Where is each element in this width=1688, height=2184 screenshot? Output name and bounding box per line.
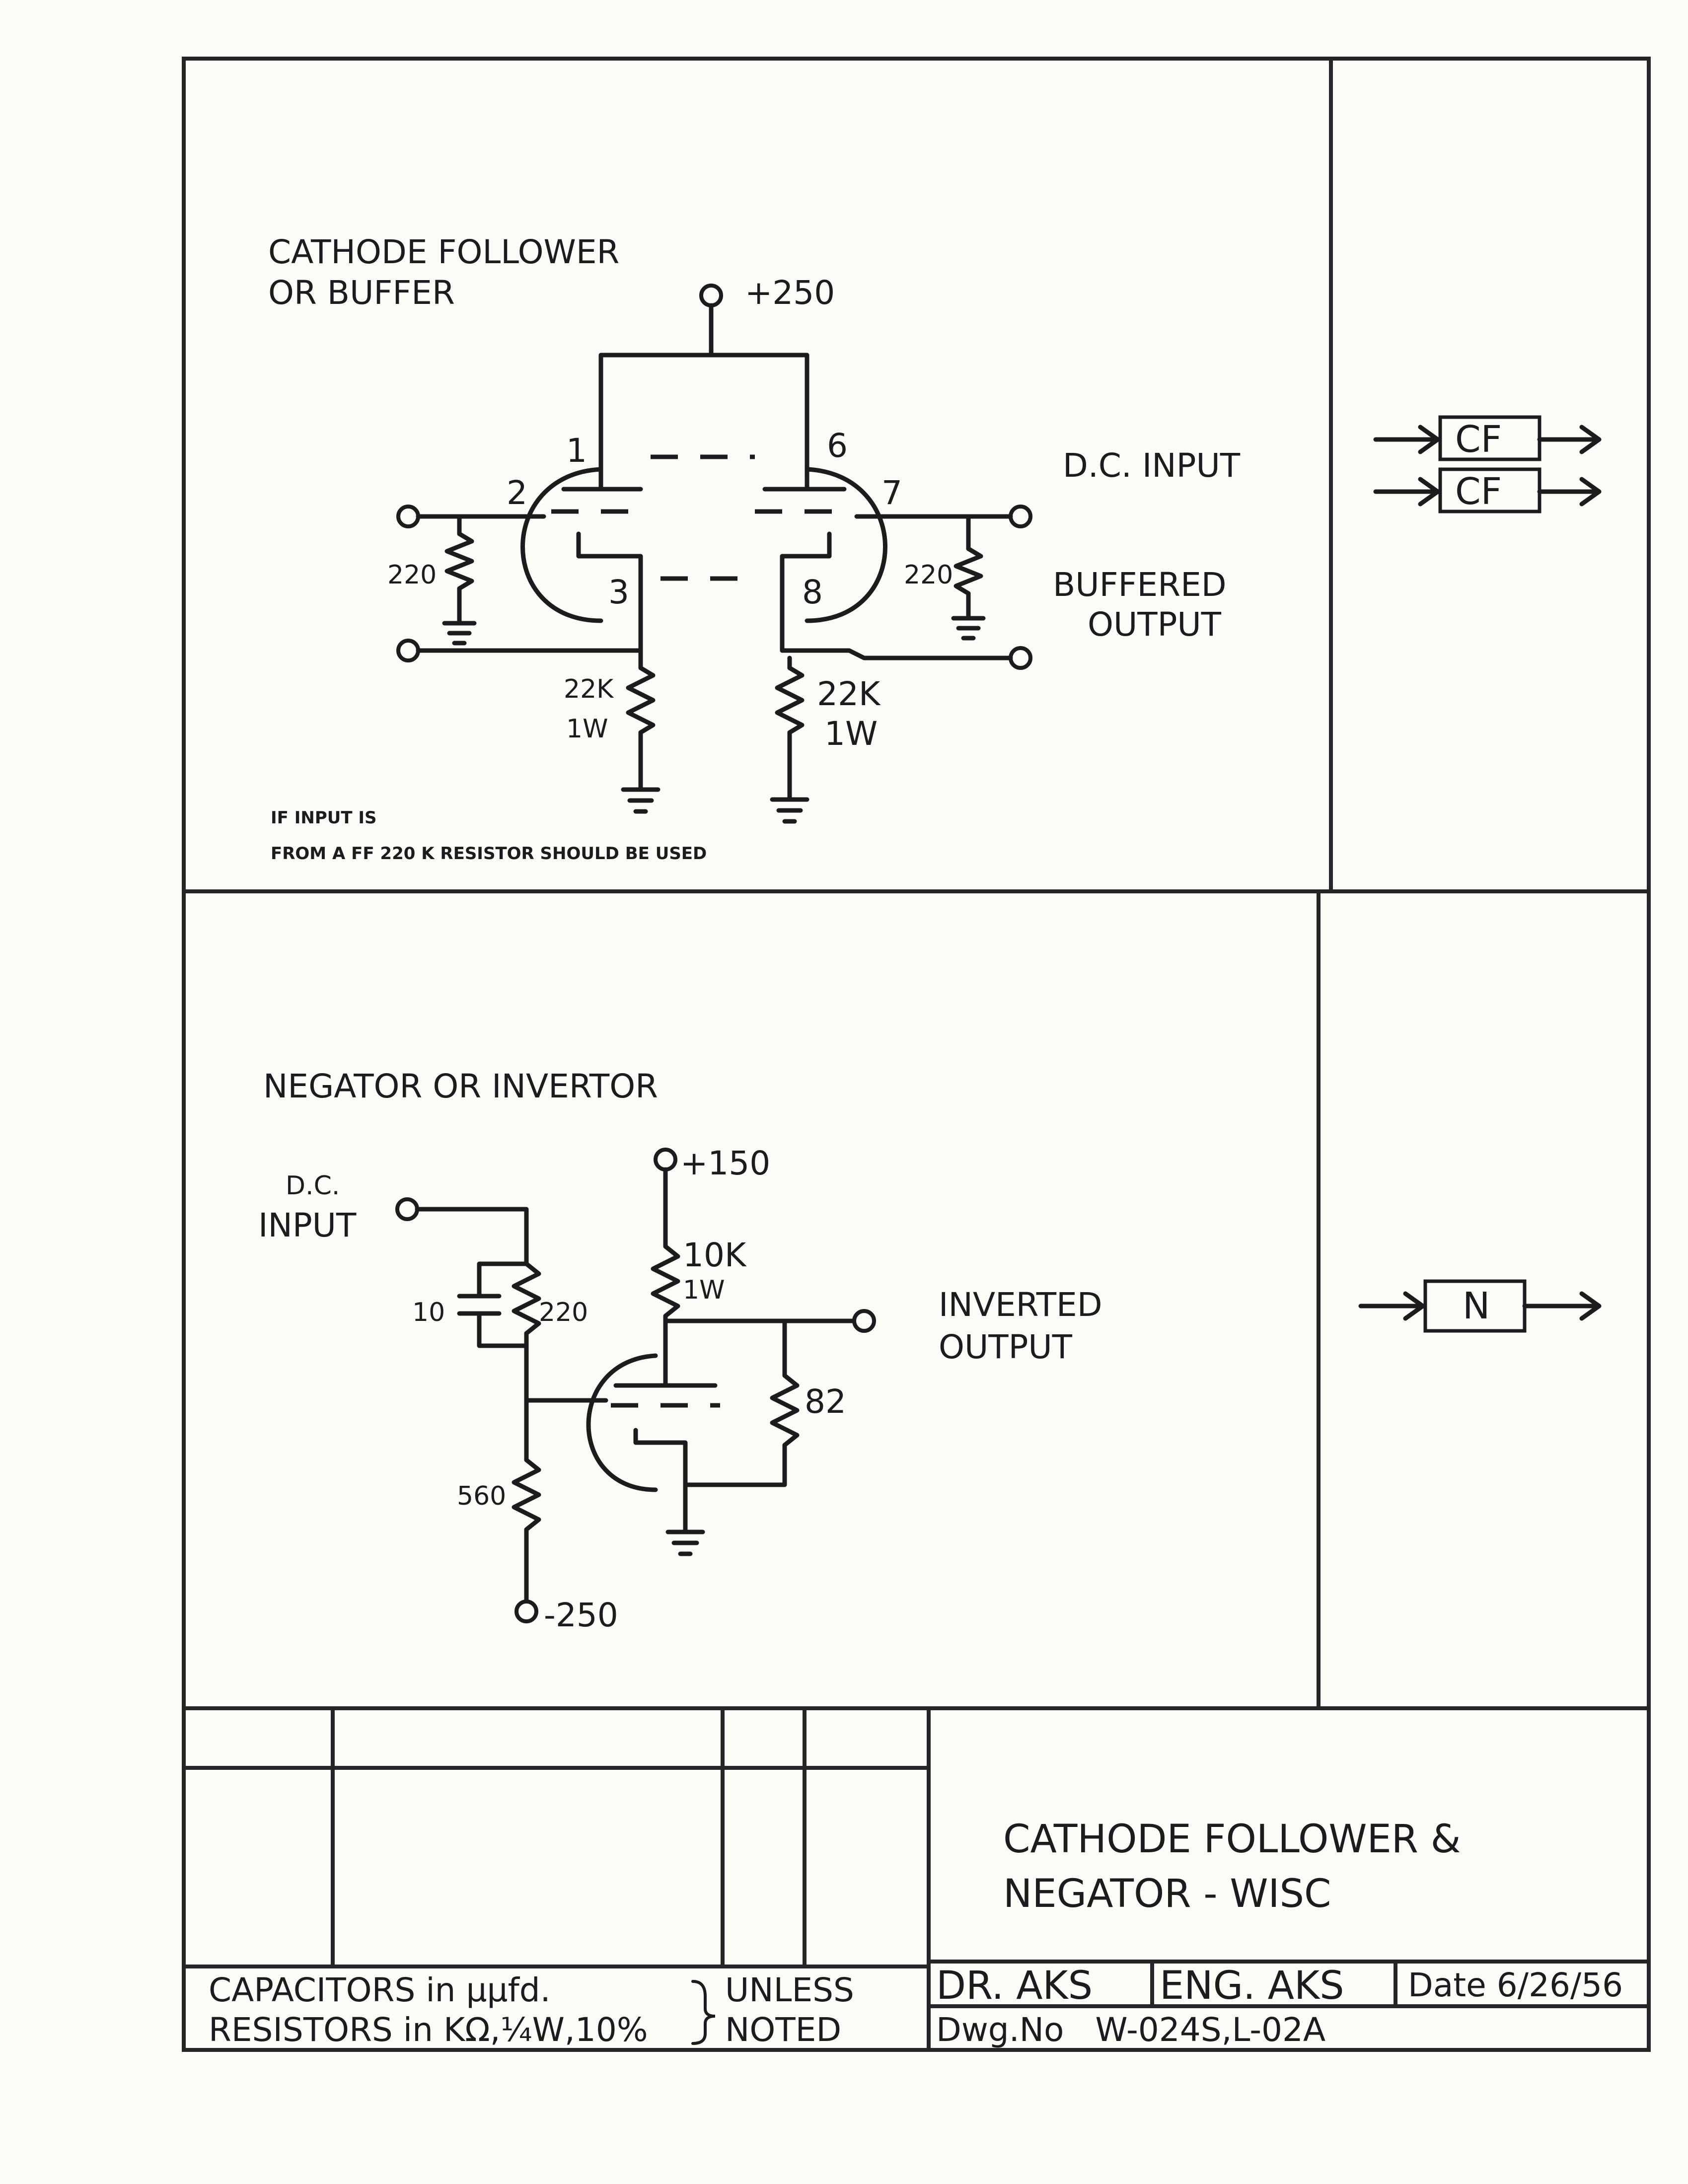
drawing-frame: [182, 57, 1651, 2052]
neg-out-r-label: 82: [805, 1383, 846, 1421]
cf-right-cathode-value: 22K: [817, 675, 881, 713]
cf-supply-label: +250: [745, 274, 835, 312]
neg-cap-label: 10: [412, 1298, 445, 1327]
cf-pin-3: 3: [608, 573, 629, 611]
engineer: ENG. AKS: [1160, 1964, 1344, 2008]
capacitor-units-note: CAPACITORS in μμfd.: [209, 1971, 551, 2009]
cf-pin-2: 2: [507, 474, 527, 512]
cf-buffered-label-line1: BUFFERED: [1053, 566, 1227, 604]
cf-right-cathode-power: 1W: [824, 715, 878, 753]
neg-dc-label-line2: INPUT: [258, 1206, 357, 1244]
cf-pin-7: 7: [881, 474, 902, 512]
unless-label: UNLESS: [725, 1971, 854, 2009]
neg-pos-supply-terminal: [654, 1148, 677, 1171]
cf-right-cathode-resistor: [770, 655, 809, 824]
drawing-number: Dwg.No W-024S,L-02A: [936, 2011, 1325, 2049]
title-block: CATHODE FOLLOWER & NEGATOR - WISC DR. AK…: [184, 1708, 1649, 2050]
cf-left-cathode-resistor: [621, 648, 661, 814]
cf-dc-input-label: D.C. INPUT: [1063, 446, 1241, 485]
cf-title-line1: CATHODE FOLLOWER: [268, 233, 619, 271]
neg-output-terminal: [852, 1309, 876, 1333]
noted-label: NOTED: [725, 2011, 841, 2049]
neg-tube-envelope: [586, 1353, 658, 1492]
neg-r-top-label: 220: [539, 1298, 588, 1327]
resistor-units-note: RESISTORS in KΩ,¼W,10%: [209, 2011, 648, 2049]
neg-plate-r-value: 10K: [683, 1236, 747, 1274]
cathode-follower-section: CATHODE FOLLOWER OR BUFFER +250 1 2 3 6 …: [268, 233, 1602, 864]
negator-section: NEGATOR OR INVERTOR D.C. INPUT 10 220 56…: [258, 1067, 1602, 1634]
neg-title: NEGATOR OR INVERTOR: [263, 1067, 658, 1105]
neg-neg-supply-terminal: [514, 1600, 538, 1623]
cf-title-line2: OR BUFFER: [268, 274, 455, 312]
cf-right-input-terminal: [1009, 505, 1032, 528]
drawing-title-line1: CATHODE FOLLOWER &: [1003, 1817, 1461, 1862]
drawing-date: Date 6/26/56: [1408, 1966, 1623, 2004]
neg-neg-supply-label: -250: [544, 1596, 618, 1634]
drawn-by: DR. AKS: [936, 1964, 1093, 2008]
cf-right-tube-envelope: [805, 467, 887, 623]
cf-symbol-label-2: CF: [1455, 470, 1502, 513]
neg-symbol-label: N: [1463, 1285, 1490, 1327]
cf-left-grid-resistor: 220: [387, 560, 437, 590]
neg-pos-supply-label: +150: [680, 1144, 770, 1182]
neg-output-label-line1: INVERTED: [939, 1286, 1102, 1324]
negator-block-symbol: N: [1358, 1279, 1602, 1333]
neg-plate-r-power: 1W: [683, 1275, 725, 1305]
cf-left-input-terminal: [396, 505, 420, 528]
cf-left-cathode-power: 1W: [566, 714, 608, 744]
neg-dc-label-line1: D.C.: [286, 1171, 340, 1201]
neg-r-bottom-label: 560: [457, 1481, 506, 1511]
cf-pin-1: 1: [566, 432, 587, 470]
neg-input-terminal: [395, 1197, 419, 1221]
cf-left-cathode-value: 22K: [564, 674, 614, 704]
cf-note-line2: FROM A FF 220 K RESISTOR SHOULD BE USED: [271, 844, 707, 864]
cf-supply-terminal: [699, 284, 723, 307]
cf-note-line1: IF INPUT IS: [271, 808, 377, 828]
cf-right-output-terminal: [1009, 646, 1032, 670]
cf-left-tube-envelope: [520, 467, 603, 623]
drawing-title-line2: NEGATOR - WISC: [1003, 1872, 1331, 1916]
cf-right-grid-resistor: 220: [904, 560, 953, 590]
cf-symbol-label-1: CF: [1455, 418, 1502, 461]
neg-output-label-line2: OUTPUT: [939, 1328, 1073, 1366]
cf-pin-8: 8: [802, 573, 823, 611]
cf-pin-6: 6: [827, 427, 848, 465]
cf-buffered-label-line2: OUTPUT: [1088, 605, 1222, 644]
cf-block-symbol: CF CF: [1373, 415, 1602, 513]
cf-left-output-terminal: [396, 639, 420, 662]
